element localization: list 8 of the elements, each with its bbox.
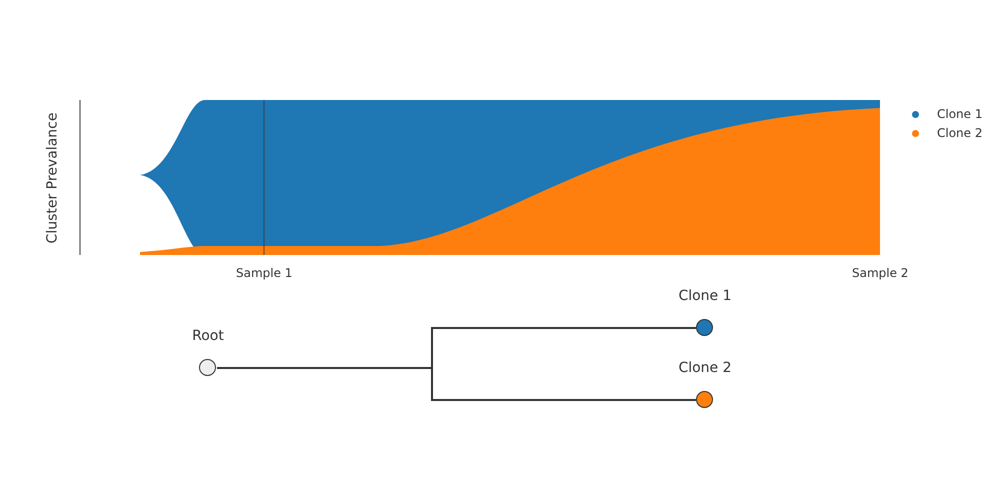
axis-tick-label: Sample 1: [236, 266, 292, 280]
axis-title: Cluster Prevalance: [44, 112, 60, 244]
node-label: Clone 2: [677, 360, 733, 376]
legend-label: Clone 2: [937, 126, 982, 140]
node-label: Root: [191, 328, 225, 344]
node-label: Clone 1: [677, 288, 733, 304]
legend-label: Clone 1: [937, 107, 982, 121]
axis-tick-label: Sample 2: [852, 266, 908, 280]
